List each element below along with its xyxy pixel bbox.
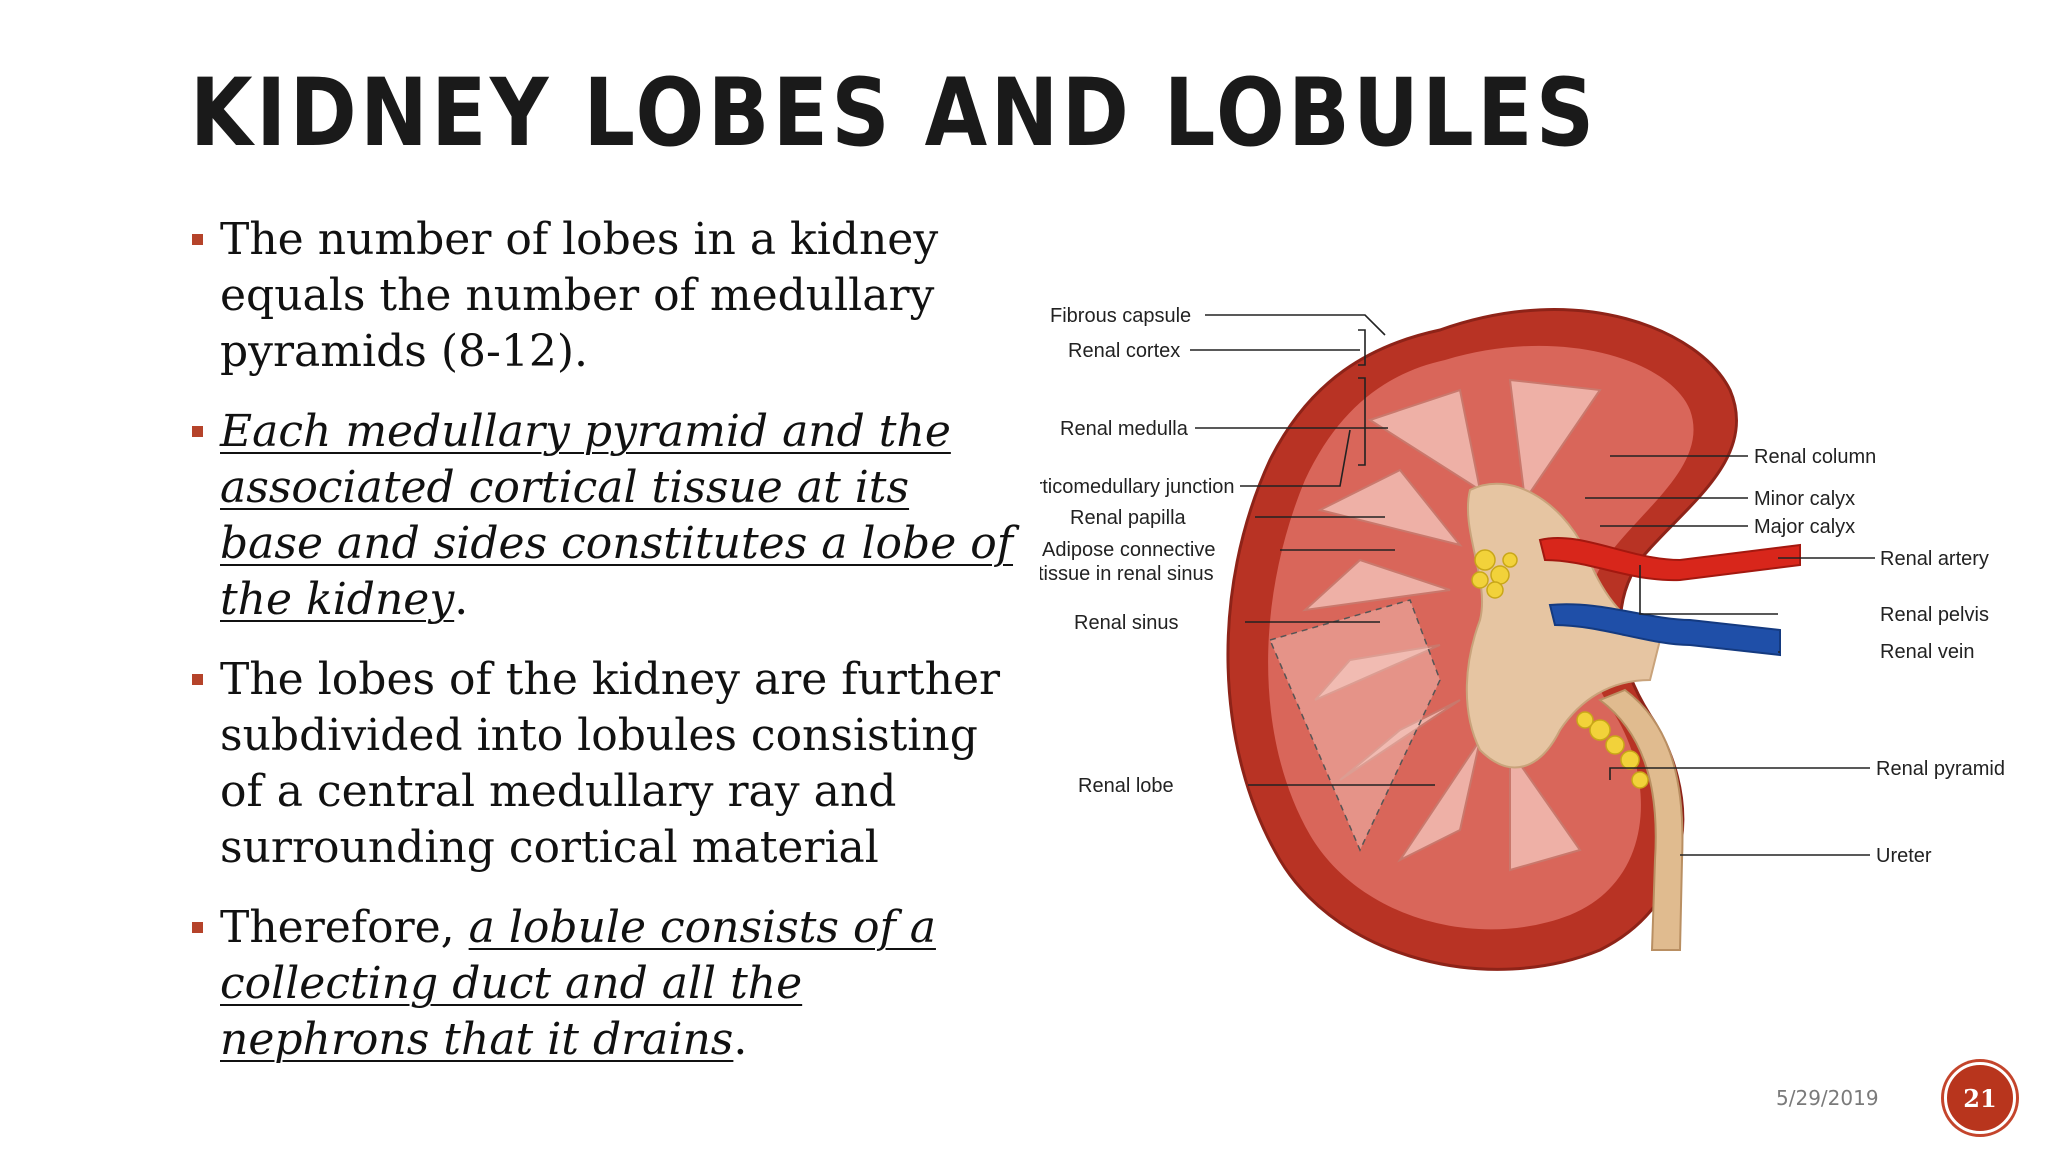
label-renal-pyramid: Renal pyramid	[1876, 758, 2005, 780]
pyramid-shape	[1397, 739, 1481, 863]
bullet-suffix: .	[454, 574, 469, 625]
bullet-item: The number of lobes in a kidney equals t…	[190, 212, 1020, 380]
pyramid-shape	[1314, 644, 1441, 701]
label-renal-pelvis: Renal pelvis	[1880, 604, 1989, 626]
kidney-illustration	[1226, 308, 1801, 971]
pyramid-shape	[1339, 699, 1461, 781]
bullet-item: The lobes of the kidney are further subd…	[190, 652, 1020, 876]
pyramid-shape	[1301, 558, 1451, 612]
label-renal-sinus: Renal sinus	[1074, 612, 1179, 634]
bullet-emphasis: Each medullary pyramid and the associate…	[220, 406, 1014, 625]
label-renal-medulla: Renal medulla	[1060, 418, 1189, 440]
label-major-calyx: Major calyx	[1754, 516, 1855, 538]
label-fibrous-capsule: Fibrous capsule	[1050, 305, 1191, 327]
label-renal-artery: Renal artery	[1880, 548, 1989, 570]
label-adipose-line2: tissue in renal sinus	[1040, 563, 1214, 585]
slide-date: 5/29/2019	[1776, 1086, 1879, 1110]
label-corticomedullary-junction: Corticomedullary junction	[1040, 476, 1235, 498]
label-minor-calyx: Minor calyx	[1754, 488, 1855, 510]
adipose-tissue	[1471, 549, 1649, 789]
bullet-text: The number of lobes in a kidney equals t…	[220, 214, 939, 377]
pyramid-shape	[1317, 468, 1463, 547]
ureter-shape	[1597, 688, 1684, 951]
label-renal-lobe: Renal lobe	[1078, 775, 1174, 797]
label-renal-vein: Renal vein	[1880, 641, 1975, 663]
kidney-diagram: Fibrous capsule Renal cortex Renal medul…	[1040, 305, 2005, 971]
bullet-suffix: .	[733, 1014, 748, 1065]
pyramid-shape	[1509, 746, 1582, 872]
bullet-text: The lobes of the kidney are further subd…	[220, 654, 1001, 873]
square-bullet-icon	[192, 234, 203, 245]
label-renal-column: Renal column	[1754, 446, 1876, 468]
label-adipose-line1: Adipose connective	[1042, 539, 1215, 561]
bullet-item: Each medullary pyramid and the associate…	[190, 404, 1020, 628]
square-bullet-icon	[192, 674, 203, 685]
pyramid-shape	[1508, 378, 1602, 503]
pyramid-shape	[1367, 388, 1482, 493]
bullet-prefix: Therefore,	[220, 902, 469, 953]
square-bullet-icon	[192, 922, 203, 933]
bullet-list: The number of lobes in a kidney equals t…	[190, 212, 1020, 1092]
bullet-item: Therefore, a lobule consists of a collec…	[190, 900, 1020, 1068]
renal-lobe-outline	[1268, 599, 1441, 852]
renal-pyramids	[1301, 378, 1602, 872]
slide-title: KIDNEY LOBES AND LOBULES	[190, 59, 1598, 168]
leader-lines	[1190, 314, 1875, 856]
renal-vein-shape	[1548, 603, 1781, 657]
square-bullet-icon	[192, 426, 203, 437]
page-number-badge: 21	[1944, 1062, 2016, 1134]
renal-artery-shape	[1538, 536, 1801, 582]
label-renal-papilla: Renal papilla	[1070, 507, 1187, 529]
bullet-emphasis: a lobule consists of a collecting duct a…	[220, 902, 936, 1065]
label-ureter: Ureter	[1876, 845, 1932, 867]
label-renal-cortex: Renal cortex	[1068, 340, 1180, 362]
